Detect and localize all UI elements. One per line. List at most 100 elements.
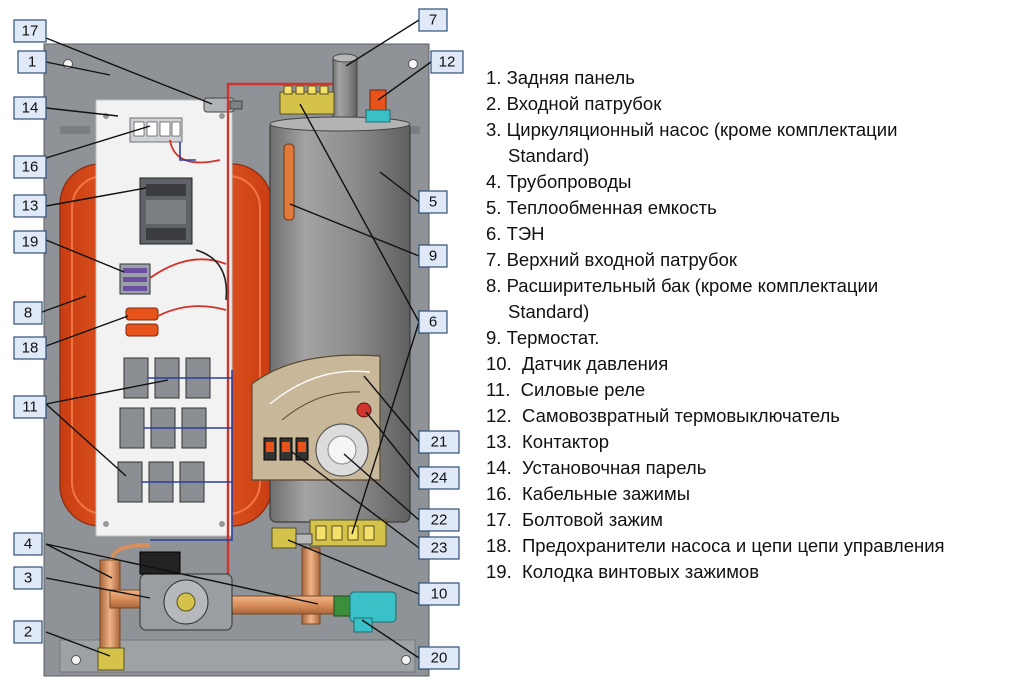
legend-item-text: 5. Теплообменная емкость [486, 197, 717, 218]
callout-7: 7 [418, 8, 448, 32]
legend-item-text: 18. Предохранители насоса и цепи цепи уп… [486, 535, 945, 556]
contactor [139, 177, 193, 245]
callout-14: 14 [13, 96, 47, 120]
callout-3: 3 [13, 566, 43, 590]
legend-item-text: 3. Циркуляционный насос (кроме комплекта… [486, 119, 898, 140]
svg-text:8: 8 [24, 305, 32, 322]
legend-item-text: 19. Колодка винтовых зажимов [486, 561, 760, 582]
callout-12: 12 [430, 50, 464, 74]
svg-text:22: 22 [431, 512, 448, 529]
callout-4: 4 [13, 532, 43, 556]
callout-5: 5 [418, 190, 448, 214]
callout-18: 18 [13, 336, 47, 360]
callout-16: 16 [13, 155, 47, 179]
toggle-switches [263, 437, 309, 461]
legend-item-continuation: Standard) [508, 145, 590, 166]
callout-8: 8 [13, 301, 43, 325]
legend-item: 11. Силовые реле [486, 377, 1021, 403]
svg-text:6: 6 [429, 314, 437, 331]
legend-item: 14. Установочная парель [486, 455, 1021, 481]
inlet-pipe [97, 647, 125, 671]
svg-text:7: 7 [429, 12, 437, 29]
svg-text:4: 4 [24, 536, 32, 553]
svg-text:14: 14 [22, 100, 39, 117]
legend-item-text: 17. Болтовой зажим [486, 509, 663, 530]
svg-text:24: 24 [431, 470, 448, 487]
svg-text:1: 1 [28, 54, 36, 71]
callout-17: 17 [13, 19, 47, 43]
leader-lines [41, 19, 432, 659]
legend-item-text: 1. Задняя панель [486, 67, 635, 88]
wiring [142, 82, 340, 600]
callout-2: 2 [13, 620, 43, 644]
callout-1: 1 [17, 50, 47, 74]
svg-text:11: 11 [22, 399, 38, 416]
svg-text:13: 13 [22, 198, 39, 215]
legend-item: 16. Кабельные зажимы [486, 481, 1021, 507]
svg-text:23: 23 [431, 540, 448, 557]
legend-item: 9. Термостат. [486, 325, 1021, 351]
legend-item: 7. Верхний входной патрубок [486, 247, 1021, 273]
svg-text:2: 2 [24, 624, 32, 641]
heating-element [279, 85, 387, 547]
legend-item: 2. Входной патрубок [486, 91, 1021, 117]
callout-9: 9 [418, 244, 448, 268]
svg-text:16: 16 [22, 159, 39, 176]
legend-item-text: 4. Трубопроводы [486, 171, 632, 192]
svg-text:5: 5 [429, 194, 437, 211]
callout-21: 21 [418, 430, 460, 454]
svg-text:3: 3 [24, 570, 32, 587]
legend-item: 10. Датчик давления [486, 351, 1021, 377]
upper-inlet-pipe [332, 53, 358, 129]
callout-6: 6 [418, 310, 448, 334]
callout-20: 20 [418, 646, 460, 670]
legend-item-text: 13. Контактор [486, 431, 609, 452]
pressure-sensor [271, 527, 313, 549]
legend-item-text: 14. Установочная парель [486, 457, 707, 478]
fuses [125, 307, 159, 337]
thermostat [283, 143, 295, 221]
legend-item: 13. Контактор [486, 429, 1021, 455]
svg-text:9: 9 [429, 248, 437, 265]
legend-item: 19. Колодка винтовых зажимов [486, 559, 1021, 585]
svg-text:20: 20 [431, 650, 448, 667]
svg-text:12: 12 [439, 54, 456, 71]
legend-item: 3. Циркуляционный насос (кроме комплекта… [486, 117, 1021, 169]
legend-item: 8. Расширительный бак (кроме комплектаци… [486, 273, 1021, 325]
callout-11: 11 [13, 395, 47, 419]
svg-text:18: 18 [22, 340, 39, 357]
legend-item: 1. Задняя панель [486, 65, 1021, 91]
legend-item-text: 8. Расширительный бак (кроме комплектаци… [486, 275, 879, 296]
legend-item: 4. Трубопроводы [486, 169, 1021, 195]
svg-text:19: 19 [22, 234, 39, 251]
legend-item: 6. ТЭН [486, 221, 1021, 247]
legend-item-text: 10. Датчик давления [486, 353, 669, 374]
legend-item: 12. Самовозвратный термовыключатель [486, 403, 1021, 429]
svg-text:17: 17 [22, 23, 39, 40]
outlet-fitting [333, 591, 397, 633]
callout-22: 22 [418, 508, 460, 532]
svg-text:10: 10 [431, 586, 448, 603]
legend-item-text: 2. Входной патрубок [486, 93, 662, 114]
legend-item-text: 12. Самовозвратный термовыключатель [486, 405, 840, 426]
callout-23: 23 [418, 536, 460, 560]
circulation-pump [139, 551, 233, 631]
bolt-clamp [203, 97, 243, 113]
legend-item: 5. Теплообменная емкость [486, 195, 1021, 221]
callout-19: 19 [13, 230, 47, 254]
callout-24: 24 [418, 466, 460, 490]
legend-item-text: 6. ТЭН [486, 223, 545, 244]
svg-text:21: 21 [431, 434, 448, 451]
legend-item: 17. Болтовой зажим [486, 507, 1021, 533]
power-relays [117, 357, 211, 503]
legend-item-text: 7. Верхний входной патрубок [486, 249, 737, 270]
legend-item: 18. Предохранители насоса и цепи цепи уп… [486, 533, 1021, 559]
screw-terminal-block [119, 263, 151, 295]
control-panel [251, 354, 381, 481]
callout-10: 10 [418, 582, 460, 606]
legend-item-continuation: Standard) [508, 301, 590, 322]
component-legend: 1. Задняя панель 2. Входной патрубок 3. … [486, 65, 1021, 585]
callout-13: 13 [13, 194, 47, 218]
legend-item-text: 11. Силовые реле [486, 379, 646, 400]
